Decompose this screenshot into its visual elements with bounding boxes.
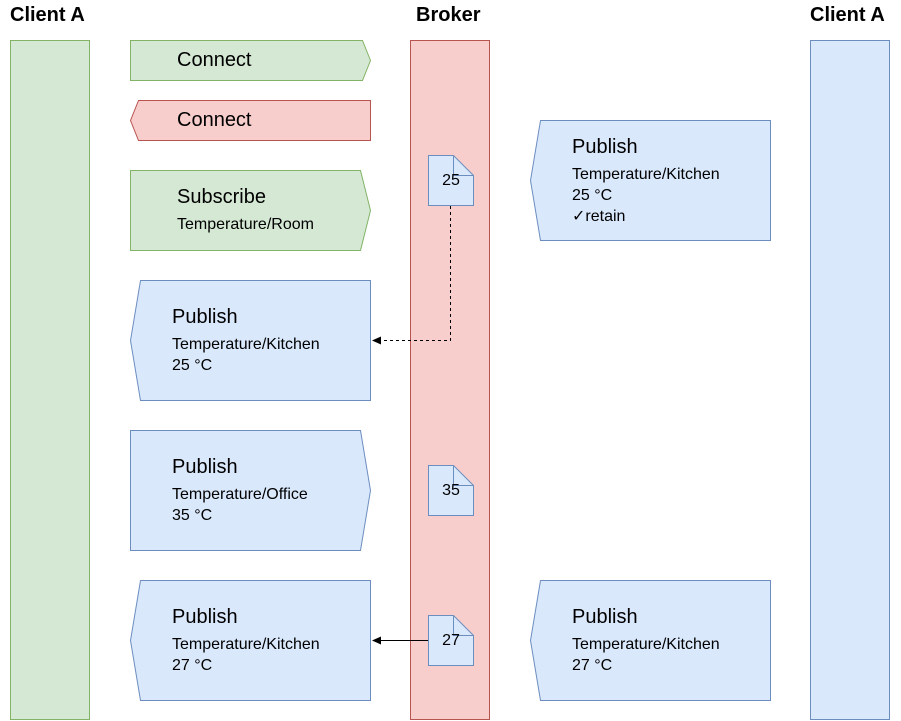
publish-delivered-1-topic: Temperature/Kitchen	[172, 336, 320, 353]
subscribe-topic: Temperature/Room	[177, 216, 314, 233]
connect-ack-label: Connect	[177, 109, 252, 131]
publish-office-value: 35 °C	[172, 507, 213, 524]
broker-lifeline	[410, 40, 490, 720]
subscribe-message-shape	[130, 170, 372, 251]
retained-delivery-dashed-arrow	[372, 206, 451, 345]
stored-message-doc-icon-3	[428, 615, 474, 666]
connect-label: Connect	[177, 49, 252, 71]
broker-header: Broker	[416, 4, 481, 26]
publish-retained-incoming-shape	[529, 120, 771, 241]
stored-message-value-3: 27	[442, 632, 460, 649]
publish-office-shape	[130, 430, 372, 551]
client-a-right-header: Client A	[810, 4, 885, 26]
publish-retained-value: 25 °C	[572, 187, 613, 204]
publish-delivered-1-value: 25 °C	[172, 357, 213, 374]
publish-delivered-2-shape	[129, 580, 371, 701]
stored-message-value-2: 35	[442, 482, 460, 499]
publish-delivered-1-shape	[129, 280, 371, 401]
stored-message-doc-icon-2	[428, 465, 474, 516]
publish-right-2-topic: Temperature/Kitchen	[572, 636, 720, 653]
publish-retained-flag: ✓retain	[572, 208, 626, 225]
publish-right-2-value: 27 °C	[572, 657, 613, 674]
publish-delivered-2-value: 27 °C	[172, 657, 213, 674]
client-a-left-header: Client A	[10, 4, 85, 26]
stored-message-doc-icon-1	[428, 155, 474, 206]
connect-ack-message-shape	[129, 100, 371, 141]
connect-message-shape	[130, 40, 372, 81]
client-a-left-lifeline	[10, 40, 90, 720]
publish-retained-title: Publish	[572, 136, 638, 158]
publish-retained-topic: Temperature/Kitchen	[572, 166, 720, 183]
client-a-right-lifeline	[810, 40, 890, 720]
publish-delivered-2-title: Publish	[172, 606, 238, 628]
publish-right-2-shape	[529, 580, 771, 701]
publish-office-topic: Temperature/Office	[172, 486, 308, 503]
stored-message-value-1: 25	[442, 172, 460, 189]
subscribe-label: Subscribe	[177, 186, 266, 208]
publish-office-title: Publish	[172, 456, 238, 478]
publish-delivered-1-title: Publish	[172, 306, 238, 328]
publish-delivered-2-topic: Temperature/Kitchen	[172, 636, 320, 653]
publish-right-2-title: Publish	[572, 606, 638, 628]
